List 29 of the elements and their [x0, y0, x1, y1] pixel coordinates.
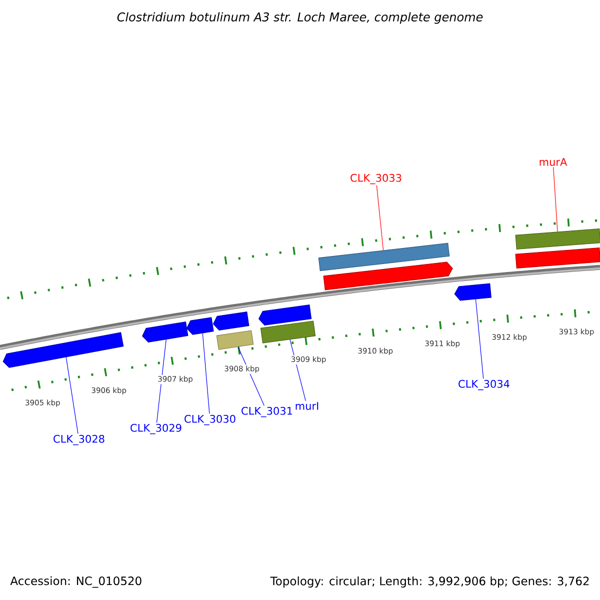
leader-line [202, 333, 210, 414]
gene-label: CLK_3029 [130, 424, 182, 434]
gene-glyph [142, 322, 188, 342]
gene-label: murA [540, 158, 568, 166]
gene-label: murI [296, 402, 318, 410]
leader-line [66, 356, 78, 434]
footer-text: Topology: circular; Length: 3,992,906 bp; Genes: 3,762 [270, 576, 589, 588]
gene-glyph [454, 283, 492, 301]
gene-glyph [2, 332, 124, 368]
leader-line [156, 339, 166, 423]
leader-line [553, 166, 558, 232]
gene-glyph [323, 262, 453, 290]
gene-label: CLK_3028 [54, 434, 104, 446]
gene-glyph [515, 248, 600, 268]
gene-label: CLK_3034 [458, 380, 510, 390]
title: Clostridium botulinum A3 str. Loch Maree, complete genome [117, 12, 483, 24]
gene-glyph [515, 228, 600, 250]
gene-label: CLK_3031 [242, 406, 292, 418]
gene-glyph [186, 317, 214, 335]
gene-glyph [212, 312, 250, 330]
gene-glyph [260, 320, 316, 344]
gene-glyph [216, 330, 254, 350]
leader-line [475, 298, 484, 379]
gene-glyph [318, 242, 450, 272]
gene-label: CLK_3033 [350, 174, 402, 184]
gene-glyph [258, 304, 312, 326]
gene-label: CLK_3030 [184, 414, 236, 426]
footer-text: Accession: NC_010520 [10, 576, 142, 588]
leader-line [376, 185, 384, 251]
